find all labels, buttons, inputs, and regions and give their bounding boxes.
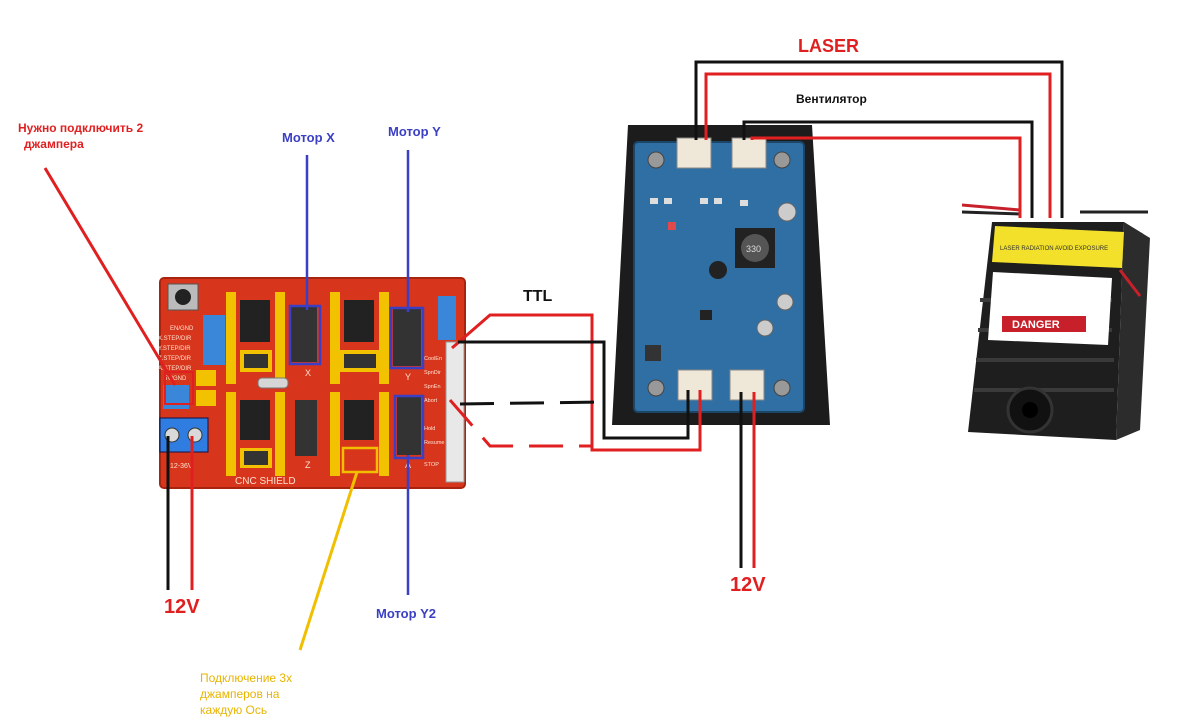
inductor-coil bbox=[741, 234, 769, 262]
motor-x-label: Мотор X bbox=[282, 130, 335, 145]
crystal bbox=[257, 377, 289, 389]
capacitor-1 bbox=[777, 202, 797, 222]
right-header-label-3: Abort bbox=[424, 398, 438, 404]
silk-row-5: 5V/GND bbox=[164, 376, 187, 382]
axis-letter-y: Y bbox=[405, 372, 411, 382]
silk-row-4: A.STEP/DIR bbox=[158, 366, 192, 372]
top-right-pins bbox=[438, 296, 456, 340]
fan-wire-red bbox=[750, 136, 1022, 218]
right-header-label-1: SpnDir bbox=[424, 370, 441, 376]
motor-a-header bbox=[397, 397, 421, 455]
ttl-alt-wire-red bbox=[448, 399, 592, 448]
axis-jumpers-line1: Подключение 3х bbox=[200, 671, 293, 685]
laser-aperture bbox=[1022, 402, 1038, 418]
laser-wire-red bbox=[704, 72, 1052, 218]
laser-head: LASER RADIATION AVOID EXPOSURE DANGER bbox=[961, 203, 1150, 440]
capacitor-2 bbox=[776, 293, 794, 311]
fan-connector bbox=[731, 137, 767, 169]
jumper-note-line1: Нужно подключить 2 bbox=[18, 121, 144, 135]
silk-row-1: X.STEP/DIR bbox=[158, 336, 192, 342]
motor-y-label: Мотор Y bbox=[388, 124, 441, 139]
laser-wire-black bbox=[694, 60, 1064, 218]
axis-letter-z: Z bbox=[305, 460, 311, 470]
power-left-label: 12V bbox=[164, 596, 200, 618]
screw-top-right bbox=[773, 151, 791, 169]
driver-slot-x bbox=[226, 292, 285, 384]
mount-hole bbox=[709, 261, 727, 279]
axis-jumper-pointer-line bbox=[298, 471, 359, 651]
jumper-highlight-box bbox=[164, 371, 194, 405]
screw-bottom-right bbox=[773, 379, 791, 397]
silk-row-3: Z.STEP/DIR bbox=[158, 356, 192, 362]
inductor-label: 330 bbox=[746, 244, 761, 254]
laser-white-label bbox=[988, 272, 1112, 345]
driver-slot-y bbox=[330, 292, 389, 384]
right-header-label-6: STOP bbox=[424, 462, 439, 468]
axis-letter-x: X bbox=[305, 368, 311, 378]
danger-badge bbox=[1002, 316, 1086, 332]
danger-text: DANGER bbox=[1012, 319, 1060, 331]
right-header-label-0: CoolEn bbox=[424, 356, 442, 362]
motor-z-header bbox=[295, 400, 317, 456]
ttl-wire-black bbox=[458, 340, 690, 440]
ttl-label: TTL bbox=[523, 288, 553, 305]
driver-slot-z bbox=[226, 392, 285, 476]
motor-x-header bbox=[291, 306, 317, 362]
left-jumper-pins bbox=[163, 315, 225, 409]
right-header-label-2: SpnEn bbox=[424, 384, 441, 390]
cnc-shield-board: EN/GND X.STEP/DIR Y.STEP/DIR Z.STEP/DIR … bbox=[158, 277, 466, 489]
power-right-label: 12V bbox=[730, 574, 766, 596]
right-header-label-4: Hold bbox=[424, 426, 435, 432]
motor-x-highlight-box bbox=[288, 304, 322, 366]
axis-jumpers-line2: джамперов на bbox=[200, 687, 280, 701]
power-terminal-label: 12-36V bbox=[170, 463, 193, 470]
right-header-label-5: Resume bbox=[424, 440, 444, 446]
laser-sticker-text: LASER RADIATION AVOID EXPOSURE bbox=[1000, 246, 1108, 252]
axis-jumpers-line3: каждую Ось bbox=[200, 703, 268, 717]
fan-label: Вентилятор bbox=[796, 92, 867, 106]
ttl-wire-red bbox=[451, 313, 702, 452]
power-connector bbox=[729, 369, 765, 401]
laser-connector bbox=[676, 137, 712, 169]
board-silkscreen-title: CNC SHIELD bbox=[235, 476, 296, 487]
reset-button-cap bbox=[175, 289, 191, 305]
laser-warning-sticker bbox=[992, 226, 1124, 268]
jumper-note-line2: джампера bbox=[24, 137, 84, 151]
motor-y2-label: Мотор Y2 bbox=[376, 606, 437, 621]
laser-driver-module: 330 bbox=[612, 125, 830, 425]
ttl-alt-wire-black bbox=[459, 400, 605, 406]
ttl-connector bbox=[677, 369, 713, 401]
jumper-pointer-line bbox=[43, 167, 177, 386]
driver-slot-a bbox=[330, 392, 389, 476]
screw-bottom-left bbox=[647, 379, 665, 397]
module-button bbox=[645, 345, 661, 361]
screw-top-left bbox=[647, 151, 665, 169]
capacitor-3 bbox=[756, 319, 774, 337]
right-header bbox=[445, 341, 465, 483]
axis-jumper-highlight-box bbox=[341, 446, 379, 474]
laser-label: LASER bbox=[798, 36, 860, 56]
fan-wire-black bbox=[742, 120, 1034, 218]
silk-row-0: EN/GND bbox=[170, 326, 194, 332]
motor-y-header bbox=[393, 308, 421, 366]
silk-row-2: Y.STEP/DIR bbox=[158, 346, 191, 352]
